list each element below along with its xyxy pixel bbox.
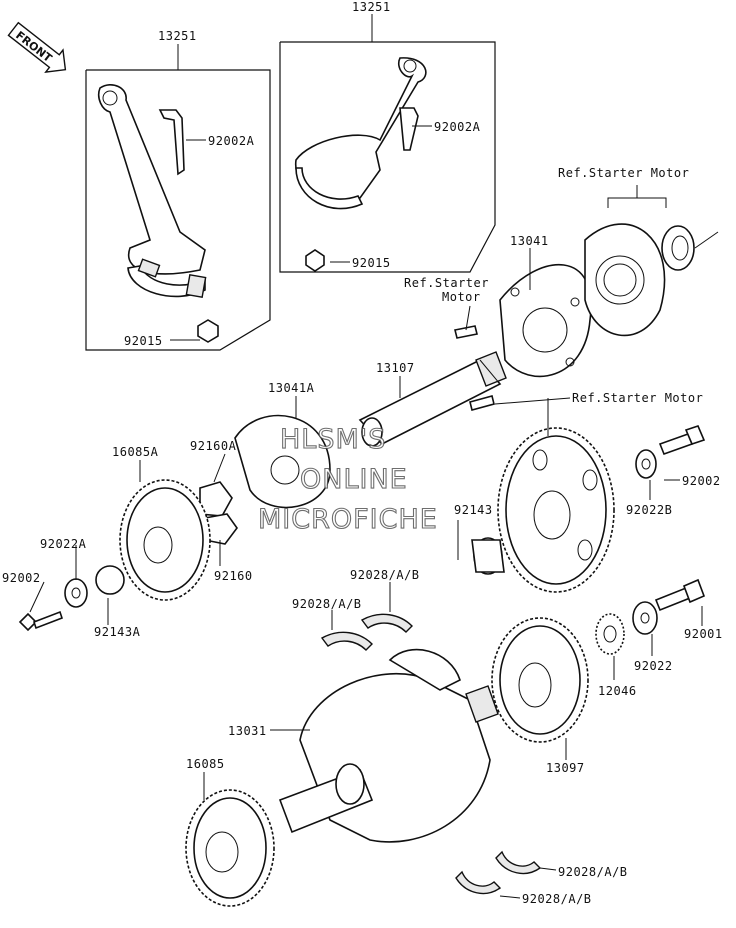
label-92022B: 92022B [626,503,672,517]
label-ref-starter-motor-2b: Motor [442,290,481,304]
label-92015-left: 92015 [124,334,163,348]
part-labels: 13251 13251 92002A 92002A 92015 92015 Re… [2,0,723,906]
label-92002-left: 92002 [2,571,41,585]
label-92022: 92022 [634,659,673,673]
starter-clutch-assembly [499,185,719,378]
label-92028-c: 92028/A/B [558,865,628,879]
label-92160: 92160 [214,569,253,583]
starter-hub [234,414,331,509]
label-13097: 13097 [546,761,585,775]
crank-bearings-upper [320,613,413,651]
connecting-rod-right-group [279,41,496,273]
label-92160A: 92160A [190,439,237,453]
label-92028-d: 92028/A/B [522,892,592,906]
label-13041A: 13041A [268,381,315,395]
label-92002-right: 92002 [682,474,721,488]
leader-lines [29,14,703,899]
starter-shaft [358,351,507,447]
label-92028-a: 92028/A/B [350,568,420,582]
watermark-line-3: MICROFICHE [258,504,438,535]
right-small-parts [471,425,706,635]
label-16085: 16085 [186,757,225,771]
left-small-parts [18,565,125,632]
watermark: HLSM'S ONLINE MICROFICHE [257,423,438,535]
label-92015-right: 92015 [352,256,391,270]
label-12046: 12046 [598,684,637,698]
label-13041: 13041 [510,234,549,248]
gear-16085A [119,479,211,601]
front-direction-badge: FRONT [7,21,67,73]
label-ref-starter-motor-1: Ref.Starter Motor [558,166,689,180]
starter-gear [497,427,615,593]
label-92002A-right: 92002A [434,120,481,134]
gear-16085 [185,789,275,907]
sprocket-12046 [595,613,625,655]
label-13031: 13031 [228,724,267,738]
label-92022A: 92022A [40,537,87,551]
label-92028-b: 92028/A/B [292,597,362,611]
label-13251-right: 13251 [352,0,391,14]
label-ref-starter-motor-3: Ref.Starter Motor [572,391,703,405]
label-16085A: 16085A [112,445,159,459]
connecting-rod-left-group [85,69,271,351]
crank-bearings-lower [455,850,542,895]
label-92002A-left: 92002A [208,134,255,148]
label-13251-left: 13251 [158,29,197,43]
label-13107: 13107 [376,361,415,375]
label-ref-starter-motor-2a: Ref.Starter [404,276,489,290]
starter-bolts [454,325,495,411]
gear-13097 [491,617,589,743]
label-92001: 92001 [684,627,723,641]
watermark-line-2: ONLINE [300,464,408,495]
crankshaft [278,648,499,843]
label-92143A: 92143A [94,625,141,639]
label-92143: 92143 [454,503,493,517]
watermark-line-1: HLSM'S [280,424,386,455]
